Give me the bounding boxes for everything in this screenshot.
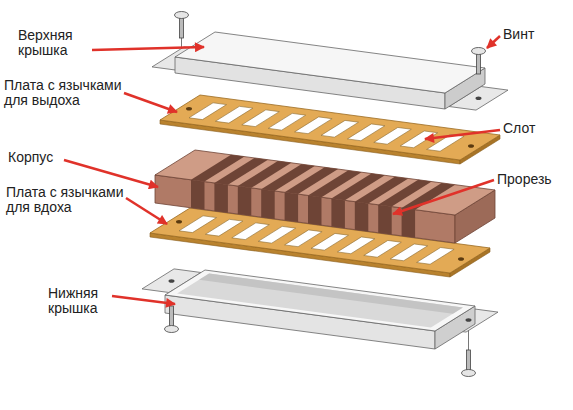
harmonica-comb [155, 150, 495, 243]
leader-arrow [425, 130, 500, 139]
lower-cover [466, 318, 472, 322]
screw [165, 326, 179, 333]
top-cover [476, 97, 482, 101]
leader-arrow [112, 296, 175, 304]
screw [165, 12, 486, 377]
inhale-reed-plate [458, 257, 464, 261]
inhale-reed-plate [176, 220, 182, 224]
leader-arrow [126, 198, 167, 224]
top-cover [175, 32, 485, 93]
part-label: Прорезь [497, 172, 572, 187]
part-label: Винт [503, 27, 563, 42]
part-label: Верхняя крышка [18, 28, 103, 58]
lower-cover [142, 269, 498, 349]
screw [462, 370, 476, 377]
screw [170, 306, 174, 328]
leader-arrow [393, 180, 494, 214]
leader-arrow [487, 36, 500, 48]
top-cover [175, 32, 485, 93]
part-label: Плата с язычками для вдоха [6, 185, 136, 215]
exhale-reed-plate [189, 103, 464, 151]
lower-cover [169, 279, 175, 283]
lower-cover [177, 274, 463, 328]
leader-arrow [124, 93, 177, 112]
lower-cover [165, 270, 475, 331]
screw [180, 16, 184, 38]
exhale-reed-plate [468, 144, 474, 148]
screw [472, 48, 486, 55]
leader-arrow [64, 36, 500, 304]
exhale-reed-plate [186, 107, 192, 111]
part-label: Плата с язычками для выдоха [4, 78, 134, 108]
leader-arrow [92, 47, 204, 50]
part-label: Корпус [8, 150, 78, 165]
leader-arrow [64, 160, 158, 187]
screw [467, 350, 471, 372]
part-label: Слот [503, 121, 563, 136]
lower-cover [165, 270, 475, 331]
part-label: Нижняя крышка [48, 286, 123, 316]
harmonica-comb [191, 155, 455, 210]
lower-cover [199, 274, 463, 314]
screw [477, 52, 481, 74]
top-cover [152, 32, 508, 110]
screw [175, 12, 189, 19]
